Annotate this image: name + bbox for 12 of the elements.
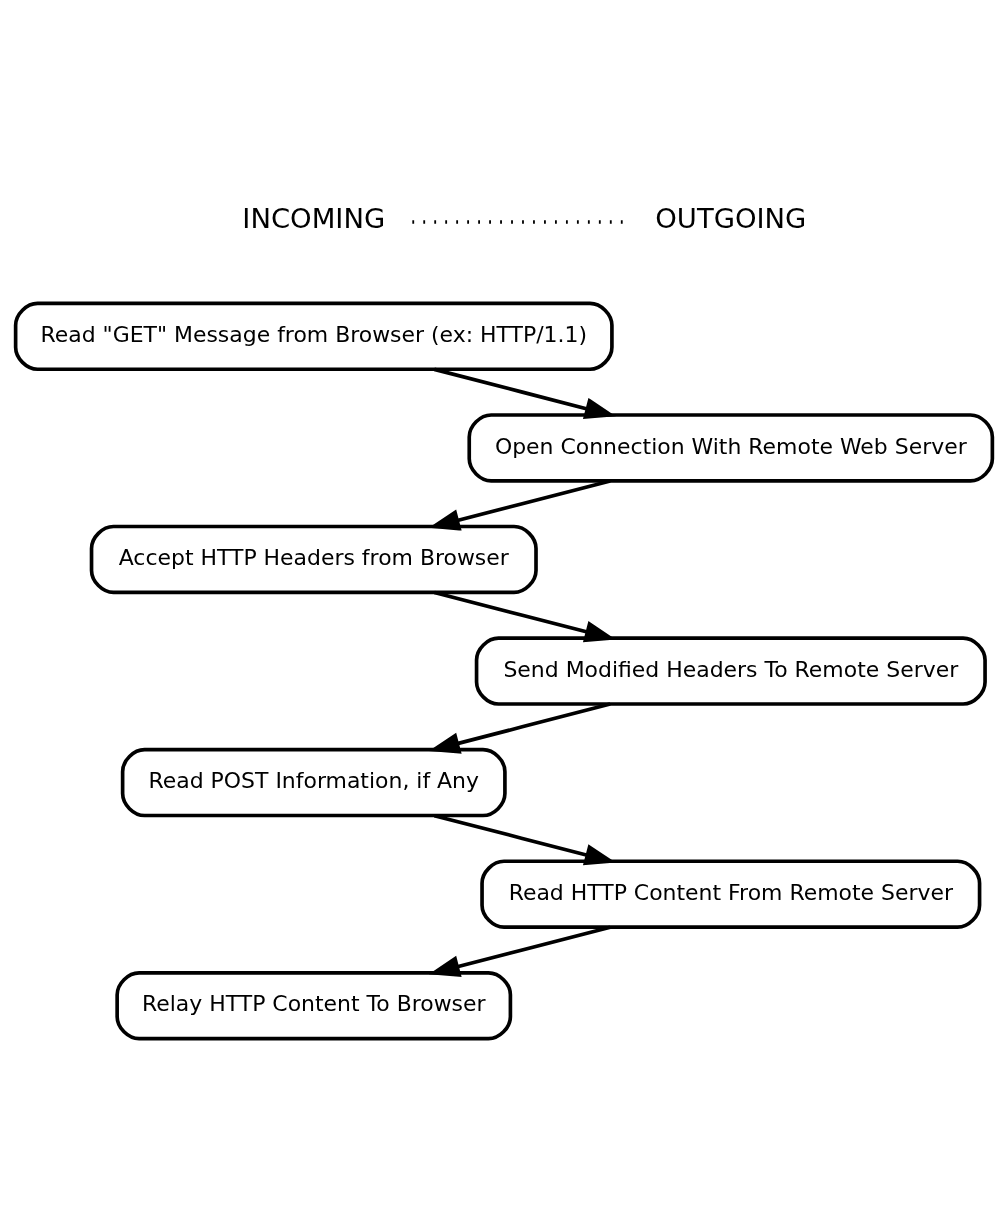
label: INCOMING [242, 203, 386, 235]
node-box: Relay HTTP Content To Browser [115, 971, 513, 1041]
label: OUTGOING [655, 203, 807, 235]
arrow [433, 367, 616, 420]
arrow [428, 925, 611, 977]
node-box: Read POST Information, if Any [120, 747, 507, 818]
node-box: Read HTTP Content From Remote Server [480, 859, 982, 929]
node-box: Open Connection With Remote Web Server [467, 413, 995, 483]
node-box: Send Modified Headers To Remote Server [474, 636, 987, 706]
node-box: Accept HTTP Headers from Browser [89, 524, 538, 595]
node-box: Read "GET" Message from Browser (ex: HTTP/1.1) [13, 301, 614, 372]
arrow [428, 702, 611, 754]
